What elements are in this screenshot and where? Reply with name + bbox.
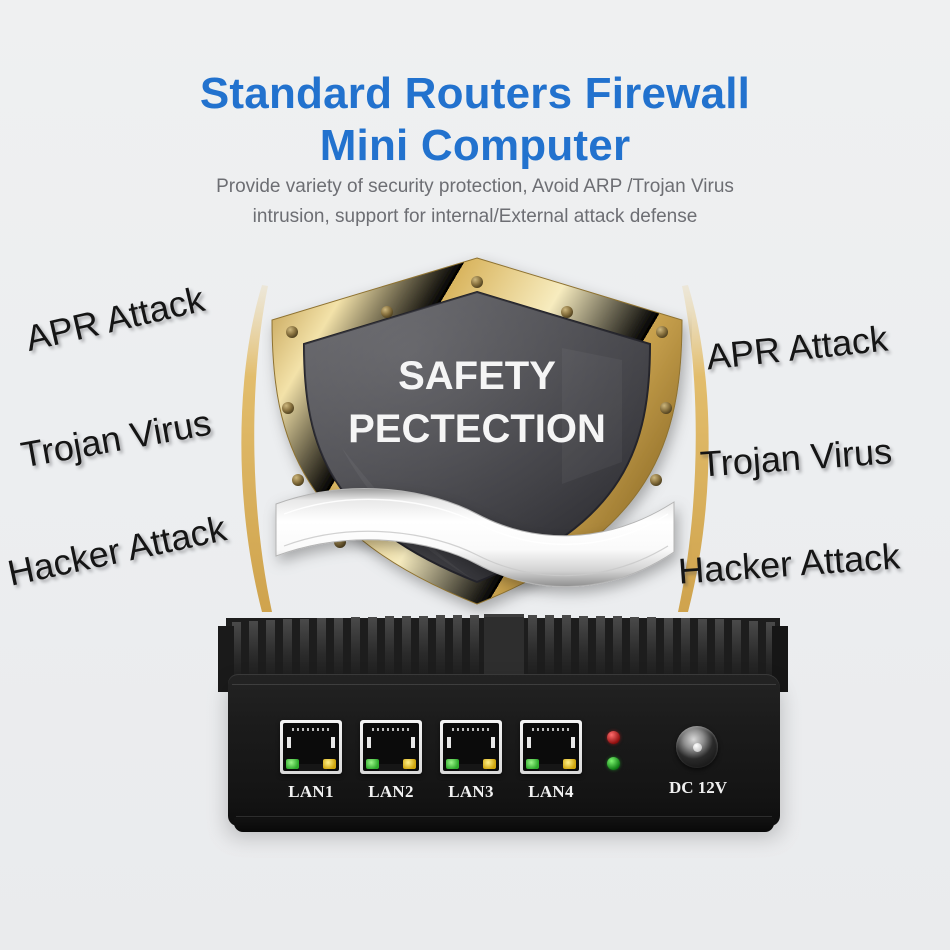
power-led-red	[607, 731, 620, 744]
threat-label-left-2: Trojan Virus	[17, 401, 215, 476]
threat-label-right-3: Hacker Attack	[676, 535, 902, 592]
threat-label-left-1: APR Attack	[21, 278, 209, 359]
lan-port-1[interactable]	[280, 720, 342, 774]
dc-power-label: DC 12V	[668, 778, 728, 797]
shield-rivets	[282, 276, 672, 548]
activity-led-green	[607, 757, 620, 770]
mini-computer-device: LAN1 LAN2 LAN3 LAN4 DC 12V	[218, 592, 788, 852]
title-line-2: Mini Computer	[319, 121, 631, 170]
subtitle-line-2: intrusion, support for internal/External…	[252, 206, 698, 227]
lan-port-3-label: LAN3	[448, 782, 494, 801]
page-title: Standard Routers Firewall Mini Computer	[0, 68, 950, 172]
lan-port-2-label: LAN2	[368, 782, 414, 801]
lan-port-4[interactable]	[520, 720, 582, 774]
lan-port-1-label: LAN1	[288, 782, 334, 801]
subtitle-line-1: Provide variety of security protection, …	[216, 176, 734, 197]
threat-label-right-2: Trojan Virus	[698, 430, 894, 485]
threat-label-right-1: APR Attack	[704, 317, 890, 378]
title-line-1: Standard Routers Firewall	[199, 69, 751, 118]
shield-text-line-1: SAFETY	[398, 354, 556, 398]
chassis-base	[234, 818, 774, 832]
lan-port-4-label: LAN4	[528, 782, 574, 801]
page-subtitle: Provide variety of security protection, …	[0, 172, 950, 232]
threat-label-left-3: Hacker Attack	[4, 507, 230, 594]
dc-power-jack[interactable]	[676, 726, 718, 768]
lan-port-3[interactable]	[440, 720, 502, 774]
chassis-seam-line	[232, 684, 776, 685]
shield-text-line-2: PECTECTION	[348, 407, 606, 451]
chassis-base-line	[236, 816, 772, 817]
shield-highlight-panel	[562, 348, 622, 484]
lan-port-2[interactable]	[360, 720, 422, 774]
security-shield: SAFETY PECTECTION	[262, 252, 692, 632]
shield-ribbon	[275, 488, 675, 587]
